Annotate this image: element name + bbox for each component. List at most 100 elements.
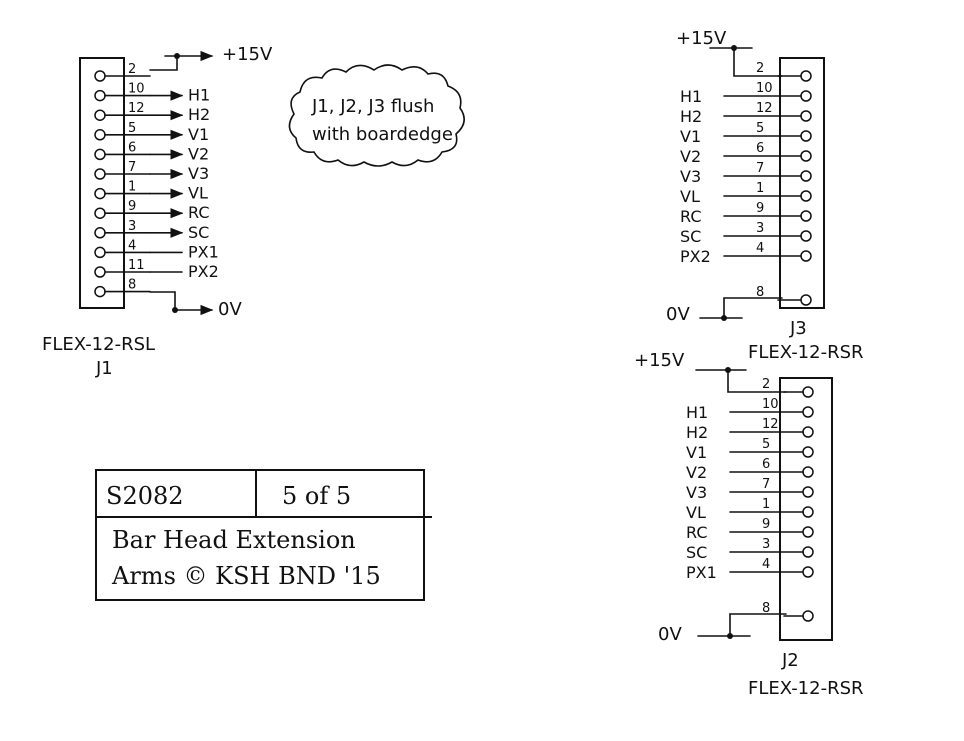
j1-signal-label: PX1 (188, 242, 219, 261)
j2-pin-row: 9 RC (686, 517, 814, 542)
j1-pin-hole (94, 266, 106, 278)
j1-signal-label: VL (188, 184, 208, 203)
j3-signal-label: V1 (680, 127, 701, 146)
j1-signal-label: V2 (188, 144, 209, 163)
j3-pin-number: 10 (756, 81, 773, 96)
j3-pin-row: 9 RC (680, 201, 812, 226)
j3-signal-label: V3 (680, 167, 701, 186)
j3-pin-hole (800, 210, 812, 222)
note-cloud: J1, J2, J3 flush with boardedge (288, 64, 465, 167)
j2-pin-row: 1VL (686, 497, 814, 522)
j3-pin-row: 3 SC (680, 221, 812, 246)
j2-pin-row: 6V2 (686, 457, 814, 482)
j3-pin-number: 6 (756, 141, 764, 156)
j3-part-label: FLEX-12-RSR (748, 342, 864, 363)
j1-power-label: +15V (222, 44, 273, 65)
j2-signal-label: V3 (686, 483, 707, 502)
j1-signal-label: H2 (188, 105, 210, 124)
j2-pin-row: 8 (762, 601, 814, 622)
j3-pin-number: 8 (756, 285, 764, 300)
j3-signal-label: V2 (680, 147, 701, 166)
j1-pin-hole (94, 227, 106, 239)
j2-pin-hole (802, 466, 814, 478)
j1-part-label: FLEX-12-RSL (42, 334, 155, 355)
drawing-title-line-2: Arms © KSH BND '15 (111, 562, 381, 590)
j3-pin-hole (800, 250, 812, 262)
j1-pin-row: 8 (94, 278, 151, 298)
j3-pin-number: 12 (756, 101, 773, 116)
j1-pin8-wire (149, 291, 176, 311)
j1-signal-label: SC (188, 223, 209, 242)
j1-pin-number: 7 (128, 160, 136, 175)
j3-pin-hole (800, 190, 812, 202)
title-block: S2082 5 of 5 Bar Head Extension Arms © K… (95, 469, 432, 601)
j3-pin-number: 1 (756, 181, 764, 196)
j3-pin-number: 9 (756, 201, 764, 216)
j3-signal-label: H2 (680, 107, 702, 126)
j3-signal-label: SC (680, 227, 701, 246)
j2-ground-label: 0V (658, 624, 682, 645)
j3-pin-row: 1 VL (680, 181, 812, 206)
j3-signal-label: VL (680, 187, 700, 206)
j2-pin-number: 5 (762, 437, 770, 452)
j1-pin-hole (94, 89, 106, 102)
j1-pin-number: 1 (128, 180, 136, 195)
j1-pin-number: 2 (128, 62, 136, 77)
j3-pin-row: 2 (756, 61, 812, 82)
connector-j1-body (79, 57, 125, 309)
connector-j2-body (779, 377, 833, 641)
j2-pin-hole (802, 506, 814, 518)
j1-signal-label: H1 (188, 86, 210, 105)
j3-pin-number: 3 (756, 221, 764, 236)
j2-pin-number: 7 (762, 477, 770, 492)
j2-signal-label: V1 (686, 443, 707, 462)
j2-pin-hole (802, 546, 814, 558)
j2-signal-label: SC (686, 543, 707, 562)
j1-pin-number: 8 (128, 278, 136, 293)
drawing-title-line-1: Bar Head Extension (112, 526, 356, 554)
j3-pin-row: 6 V2 (680, 141, 812, 166)
j2-signal-label: RC (686, 523, 708, 542)
j3-power-label: +15V (676, 28, 727, 49)
j2-pin-hole (802, 566, 814, 578)
j1-signal-label: PX2 (188, 262, 219, 281)
j3-pin-number: 2 (756, 61, 764, 76)
j1-pin-hole (94, 285, 106, 298)
j2-pin-number: 12 (762, 417, 779, 432)
j2-pin-hole (802, 486, 814, 498)
j2-power-label: +15V (634, 350, 685, 371)
j3-pin-hole (800, 294, 812, 306)
j2-pin-row: 2 (762, 377, 814, 398)
j1-signal-label: V3 (188, 164, 209, 183)
j2-part-label: FLEX-12-RSR (748, 678, 864, 699)
j3-signal-label: PX2 (680, 247, 711, 266)
j1-signal-label: RC (188, 203, 210, 222)
j2-pin-hole (802, 406, 814, 418)
j2-pin2-wire (727, 369, 787, 393)
j2-pin-number: 3 (762, 537, 770, 552)
j3-pin-row: 8 (756, 285, 812, 306)
title-block-frame (95, 469, 425, 601)
j2-signal-label: H1 (686, 403, 708, 422)
j1-pin-hole (94, 129, 106, 141)
j2-name-label: J2 (781, 650, 799, 671)
j2-pin-hole (802, 446, 814, 458)
j3-signal-label: RC (680, 207, 702, 226)
j1-pin-hole (94, 168, 106, 180)
j1-pin-hole (94, 109, 106, 121)
j2-signal-label: VL (686, 503, 706, 522)
note-line-2: with boardedge (312, 124, 453, 145)
j1-pin-hole (94, 246, 106, 259)
j1-pin-number: 11 (128, 258, 145, 273)
j2-pin-number: 9 (762, 517, 770, 532)
